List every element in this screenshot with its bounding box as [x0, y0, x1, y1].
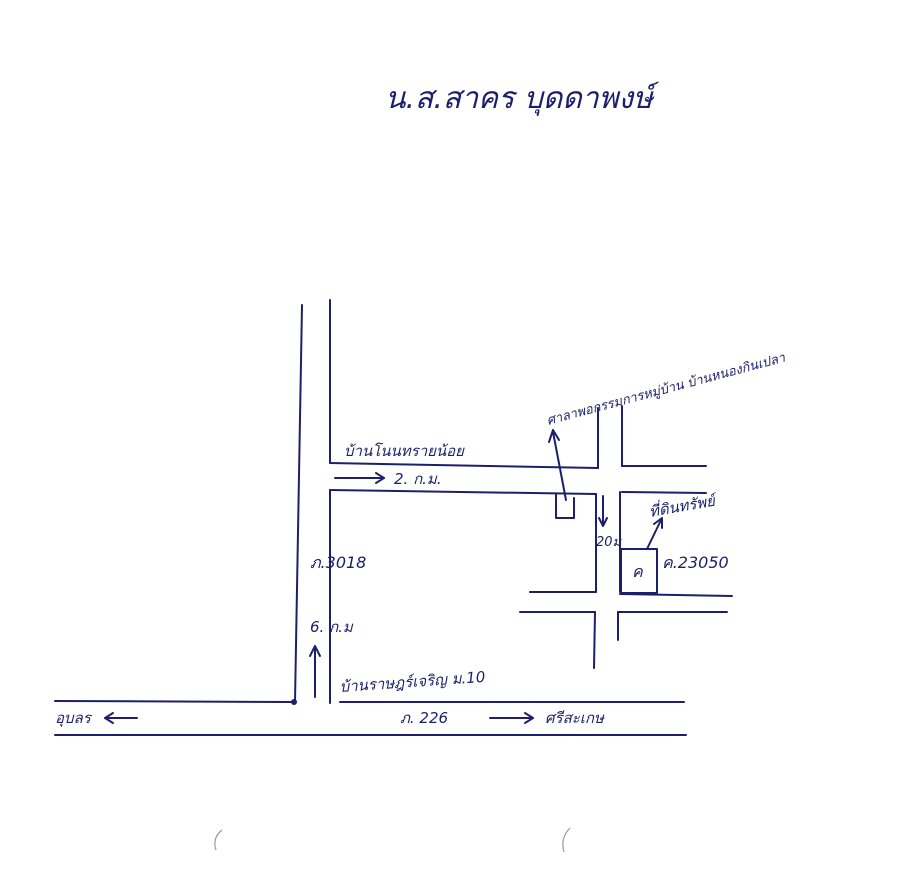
label-land-number: ค.23050 — [662, 553, 729, 572]
arrow-land-pointer — [646, 517, 663, 550]
parcel-mark: ค — [632, 562, 644, 581]
road-226 — [54, 700, 687, 736]
road-2km — [329, 462, 707, 495]
junction-dot — [291, 699, 297, 705]
label-ubon: อุบลร — [55, 709, 93, 727]
scan-mark-left — [214, 829, 223, 851]
label-6km: 6. ก.ม — [310, 618, 354, 636]
label-sisaket: ศรีสะเกษ — [545, 709, 605, 727]
scan-mark-right — [562, 827, 571, 853]
label-ban-rat-charoen: บ้านราษฎร์เจริญ ม.10 — [339, 668, 486, 696]
arrow-sala-pointer — [548, 429, 567, 501]
owner-name-title: น.ส.สาคร บุดดาพงษ์ — [385, 81, 660, 116]
arrow-west-ubon — [104, 712, 138, 724]
arrow-east-sisaket — [489, 712, 534, 724]
village-road — [593, 405, 623, 669]
label-sala: ศาลาพอกรรมการหมู่บ้าน บ้านหนองกินเปลา — [545, 350, 787, 428]
road-3018 — [294, 299, 331, 704]
label-ban-non-sai-noi: บ้านโนนทรายน้อย — [344, 442, 465, 460]
cross-road — [519, 591, 733, 613]
arrow-20m — [598, 495, 608, 527]
arrow-east-2km — [334, 472, 385, 484]
label-2km: 2. ก.ม. — [394, 470, 442, 488]
sala-building — [555, 493, 575, 519]
label-land-deed: ที่ดินทรัพย์ — [647, 489, 719, 521]
land-parcel: ค — [620, 548, 658, 594]
arrow-north-3018 — [309, 645, 321, 698]
label-road-3018: ภ.3018 — [310, 553, 366, 572]
label-20m: 20ม — [596, 535, 623, 550]
label-road-226: ภ. 226 — [400, 709, 448, 727]
